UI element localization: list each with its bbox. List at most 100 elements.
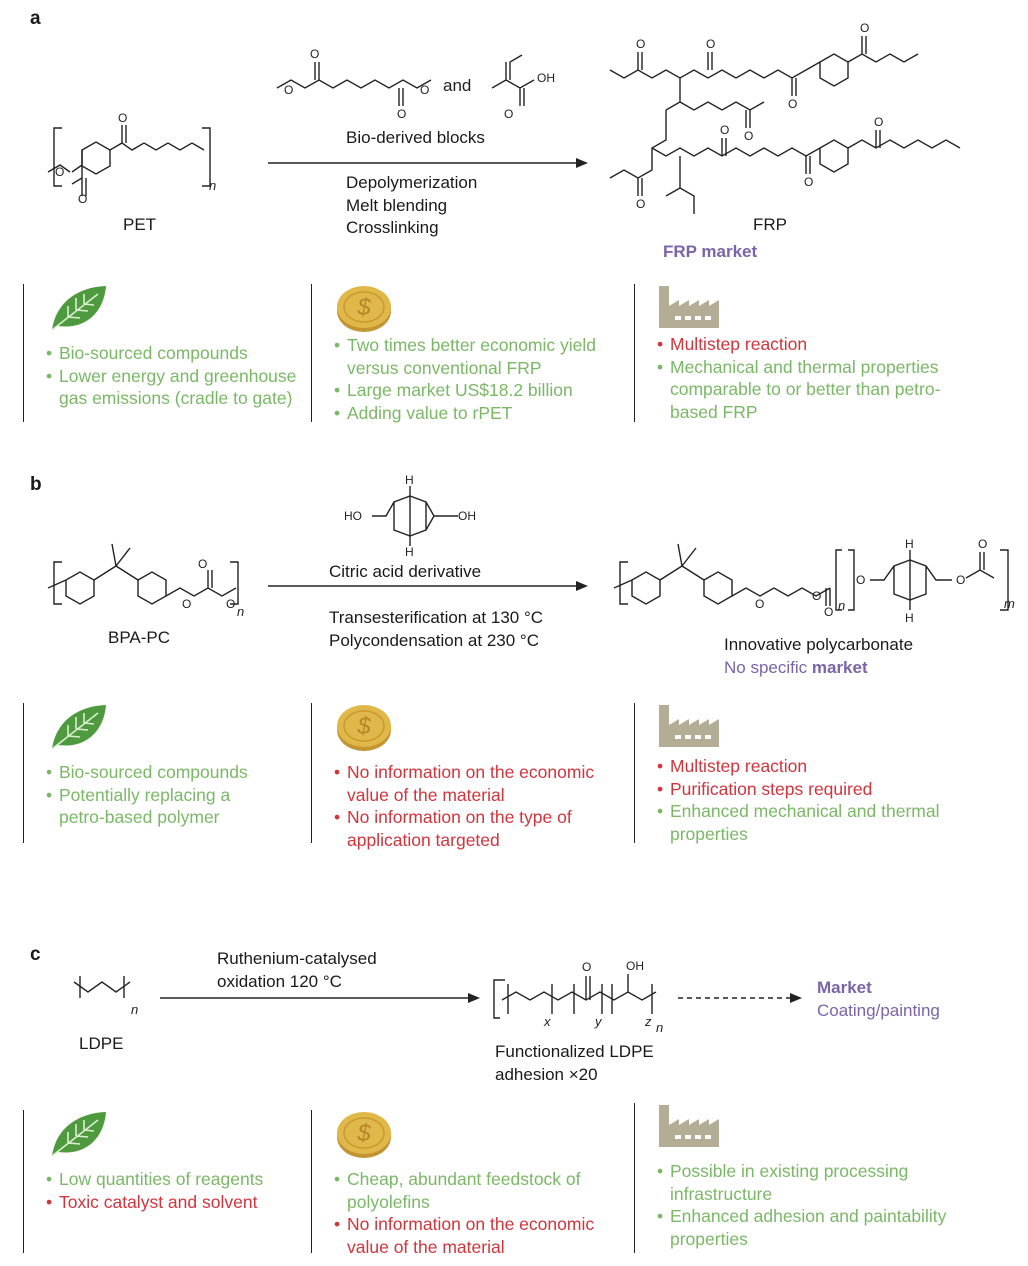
pet-bracket-right [202, 127, 211, 187]
factory-icon [659, 1105, 719, 1147]
svg-text:O: O [504, 107, 513, 121]
product-h-top: H [905, 537, 914, 551]
panel-a-industry-column: Multistep reaction Mechanical and therma… [634, 284, 967, 422]
leaf-icon [51, 286, 106, 331]
svg-text:O: O [78, 192, 87, 206]
bpa-subscript-n: n [237, 604, 244, 619]
conditions-a: Depolymerization Melt blending Crosslink… [346, 173, 478, 237]
panel-a-economy-list: Two times better economic yield versus c… [334, 334, 624, 424]
panel-b-eco-column: Bio-sourced compounds Potentially replac… [23, 703, 326, 843]
panel-b-eco-list: Bio-sourced compounds Potentially replac… [46, 761, 326, 829]
svg-text:O: O [720, 123, 729, 137]
conditions-c: Ruthenium-catalysed oxidation 120 °C [217, 949, 377, 991]
reagent-h-top: H [405, 473, 414, 487]
panel-c-industry-list: Possible in existing processing infrastr… [657, 1160, 947, 1250]
svg-text:O: O [226, 597, 235, 611]
svg-text:O: O [55, 165, 64, 179]
svg-text:O: O [284, 83, 293, 97]
product-oh-label: OH [626, 959, 644, 973]
svg-text:O: O [874, 115, 883, 129]
conditions-b: Transesterification at 130 °C Polyconden… [329, 608, 544, 650]
market-arrow-head [790, 993, 802, 1003]
svg-text:O: O [636, 197, 645, 211]
market-frp: FRP market [663, 242, 758, 261]
panel-c-economy-column: $ Cheap, abundant feedstock of polyolefi… [311, 1110, 634, 1257]
svg-text:O: O [860, 21, 869, 35]
dollar-coin-icon: $ [337, 1112, 391, 1158]
svg-text:$: $ [356, 294, 371, 321]
product-frp-label: FRP [753, 215, 787, 234]
svg-text:O: O [397, 107, 406, 121]
reagent-and: and [443, 76, 471, 95]
product-subscript-m: m [1004, 596, 1015, 611]
reaction-arrow-c-head [468, 993, 480, 1003]
svg-text:O: O [978, 537, 987, 551]
dollar-coin-icon: $ [337, 286, 391, 332]
reagent-oh-label: OH [537, 71, 555, 85]
factory-icon [659, 286, 719, 328]
leaf-icon [51, 705, 106, 750]
panel-a-scheme: O O O O O O O O O O O O O O O O O n and … [47, 21, 961, 214]
panel-c-eco-column: Low quantities of reagents Toxic catalys… [23, 1110, 326, 1253]
panel-b-industry-column: Multistep reaction Purification steps re… [634, 703, 977, 845]
svg-text:O: O [706, 37, 715, 51]
svg-text:O: O [804, 175, 813, 189]
product-subscript-z: z [644, 1014, 652, 1029]
svg-text:O: O [744, 129, 753, 143]
svg-text:O: O [636, 37, 645, 51]
leaf-icon [51, 1112, 106, 1157]
product-h-bottom: H [905, 611, 914, 625]
product-ketone-o: O [582, 960, 591, 974]
svg-text:O: O [824, 605, 833, 619]
product-subscript-n: n [838, 598, 845, 613]
svg-text:O: O [812, 589, 821, 603]
svg-text:O: O [788, 97, 797, 111]
panel-c-scheme: O OH n x y z n [73, 959, 802, 1035]
reaction-arrow-a-head [576, 158, 588, 168]
product-subscript-n: n [656, 1020, 663, 1035]
svg-text:$: $ [356, 713, 371, 740]
reaction-arrow-b-head [576, 581, 588, 591]
reagent-h-bottom: H [405, 545, 414, 559]
panel-label-c: c [30, 944, 41, 965]
svg-text:O: O [182, 597, 191, 611]
reagent-ho-label: HO [344, 509, 362, 523]
above-arrow-b: Citric acid derivative [329, 562, 482, 581]
reactant-pet-label: PET [123, 215, 157, 234]
panel-a-eco-list: Bio-sourced compounds Lower energy and g… [46, 342, 326, 410]
svg-text:O: O [118, 111, 127, 125]
svg-text:O: O [856, 573, 865, 587]
market-b: No specific market [724, 658, 868, 677]
panel-label-a: a [30, 8, 41, 29]
svg-text:O: O [420, 83, 429, 97]
ldpe-subscript-n: n [131, 1002, 138, 1017]
svg-text:O: O [755, 597, 764, 611]
panel-c-economy-list: Cheap, abundant feedstock of polyolefins… [334, 1168, 619, 1258]
panel-a-economy-column: $ Two times better economic yield versus… [311, 284, 624, 424]
panel-label-b: b [30, 474, 42, 495]
product-subscript-x: x [543, 1014, 551, 1029]
reactant-bpapc-label: BPA-PC [108, 628, 171, 647]
panel-c-eco-list: Low quantities of reagents Toxic catalys… [46, 1168, 326, 1213]
product-ldpe-label: Functionalized LDPE adhesion ×20 [495, 1042, 654, 1084]
factory-icon [659, 705, 719, 747]
pet-subscript-n: n [209, 178, 216, 193]
panel-b-scheme: O O O O O O O O O HO OH H H H H n n m [47, 473, 1015, 625]
dollar-coin-icon: $ [337, 705, 391, 751]
svg-text:$: $ [356, 1120, 371, 1147]
reagent-oh-label-b: OH [458, 509, 476, 523]
panel-a-eco-column: Bio-sourced compounds Lower energy and g… [23, 284, 326, 422]
pet-bracket-left [53, 127, 62, 187]
panel-b-economy-column: $ No information on the economic value o… [311, 703, 634, 850]
panel-a-industry-list: Multistep reaction Mechanical and therma… [657, 333, 967, 423]
svg-text:O: O [310, 47, 319, 61]
svg-text:O: O [198, 557, 207, 571]
product-pc-label: Innovative polycarbonate [724, 635, 914, 654]
market-c: Market Coating/painting [817, 978, 940, 1020]
svg-text:O: O [956, 573, 965, 587]
reactant-ldpe-label: LDPE [79, 1034, 124, 1053]
above-arrow-a: Bio-derived blocks [346, 128, 485, 147]
panel-b-industry-list: Multistep reaction Purification steps re… [657, 755, 977, 845]
panel-b-economy-list: No information on the economic value of … [334, 761, 619, 851]
product-subscript-y: y [594, 1014, 603, 1029]
